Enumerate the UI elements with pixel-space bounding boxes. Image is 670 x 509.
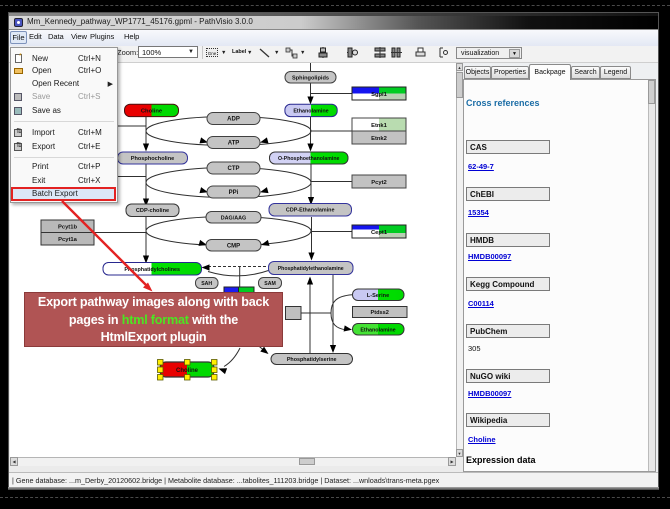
svg-text:Choline: Choline — [176, 368, 199, 374]
svg-text:Ptdss2: Ptdss2 — [371, 310, 389, 316]
svg-text:SAM: SAM — [264, 281, 276, 287]
svg-text:DAG/AAG: DAG/AAG — [221, 215, 246, 221]
svg-text:ADP: ADP — [227, 117, 240, 123]
svg-text:Phosphatidylserine: Phosphatidylserine — [287, 357, 337, 363]
svg-text:Cept1: Cept1 — [371, 230, 388, 236]
svg-text:Etnk1: Etnk1 — [371, 123, 388, 129]
svg-text:Choline: Choline — [141, 109, 163, 115]
svg-text:Sgpl1: Sgpl1 — [371, 92, 388, 98]
svg-text:CMP: CMP — [227, 243, 240, 249]
svg-text:CDP-Ethanolamine: CDP-Ethanolamine — [286, 208, 335, 214]
svg-text:Pcyt2: Pcyt2 — [371, 180, 386, 186]
svg-text:O-Phosphoethanolamine: O-Phosphoethanolamine — [278, 156, 340, 162]
svg-text:SAH: SAH — [201, 281, 212, 287]
svg-text:Ethanolamine: Ethanolamine — [360, 327, 395, 333]
svg-text:ATP: ATP — [228, 141, 240, 147]
svg-text:Sphingolipids: Sphingolipids — [292, 76, 329, 82]
svg-text:Etnk2: Etnk2 — [371, 136, 387, 142]
svg-text:Pcyt1a: Pcyt1a — [58, 237, 77, 243]
svg-text:CDP-choline: CDP-choline — [136, 208, 169, 214]
svg-text:PPi: PPi — [229, 190, 239, 196]
svg-text:CTP: CTP — [228, 166, 240, 172]
svg-text:Phosphatidylethanolamine: Phosphatidylethanolamine — [278, 266, 344, 272]
svg-text:Phosphocholine: Phosphocholine — [131, 156, 175, 162]
svg-text:L-Serine: L-Serine — [367, 293, 389, 299]
svg-text:Pcyt1b: Pcyt1b — [58, 225, 77, 231]
svg-text:Phosphatidylcholines: Phosphatidylcholines — [124, 267, 180, 273]
svg-text:Ethanolamine: Ethanolamine — [293, 109, 328, 115]
